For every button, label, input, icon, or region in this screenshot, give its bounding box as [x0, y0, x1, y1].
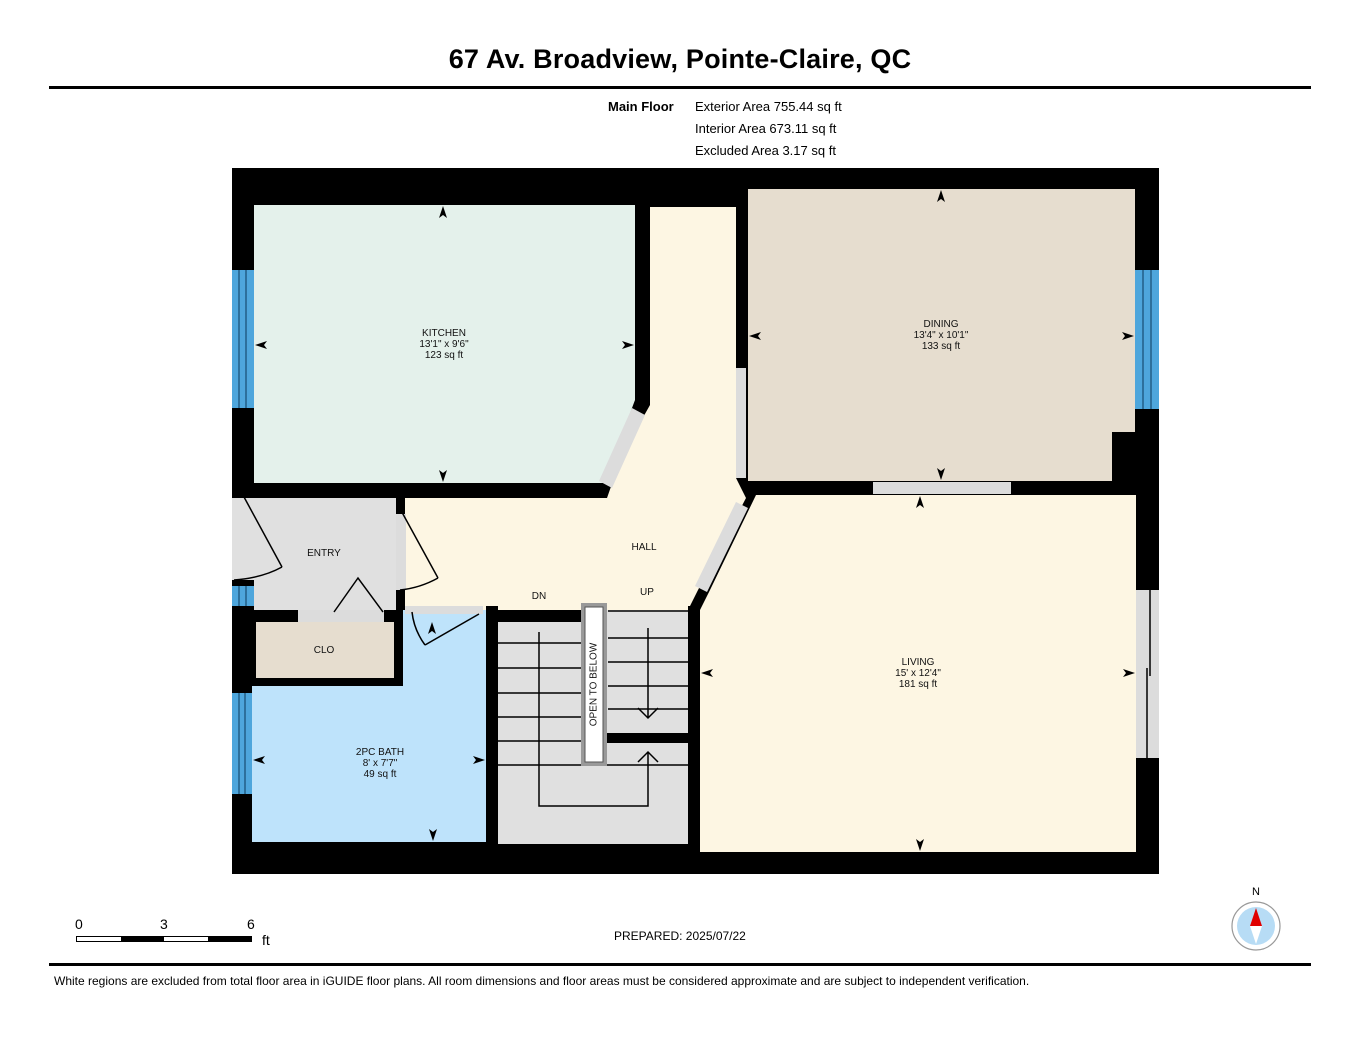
stairs-down-label: DN [531, 591, 547, 602]
stair-arrow-down [637, 707, 659, 720]
room-living [700, 495, 1136, 852]
scale-tick: 0 [75, 916, 83, 932]
window-dining [1135, 270, 1159, 409]
door-swings [233, 496, 480, 646]
room-entry [254, 498, 396, 610]
room-bath [252, 610, 486, 842]
stair-landing-wall [606, 733, 688, 743]
compass-icon [1231, 901, 1281, 951]
stair-arrow-up [637, 750, 659, 763]
room-area: 49 sq ft [363, 769, 397, 780]
header-divider [49, 86, 1311, 89]
dining-living-opening [873, 482, 1011, 494]
room-label-living: LIVING 15' x 12'4" 181 sq ft [895, 657, 941, 690]
room-label-kitchen: KITCHEN 13'1" x 9'6" 123 sq ft [419, 328, 468, 361]
kitchen-hall-opening [599, 408, 645, 488]
disclaimer-text: White regions are excluded from total fl… [54, 974, 1030, 988]
closet-opening [298, 610, 384, 622]
window-kitchen [232, 270, 254, 408]
window-bath [232, 693, 252, 794]
open-to-below-label: OPEN TO BELOW [588, 642, 600, 727]
room-dimensions: 13'1" x 9'6" [419, 339, 469, 350]
room-label-entry: ENTRY [307, 548, 341, 559]
room-kitchen [254, 205, 635, 483]
room-label-hall: HALL [631, 542, 657, 553]
north-compass: N [1230, 886, 1282, 952]
dimension-arrows [253, 190, 1135, 851]
room-dimensions: 8' x 7'7" [362, 758, 398, 769]
stairs-up-label: UP [640, 587, 654, 598]
north-label: N [1252, 886, 1260, 898]
living-hall-opening [695, 502, 748, 592]
room-hall [405, 207, 746, 610]
scale-tick: 6 [247, 916, 255, 932]
footer-divider [49, 963, 1311, 966]
prepared-date: PREPARED: 2025/07/22 [614, 929, 746, 943]
dining-hall-opening [736, 368, 746, 478]
window-entry [232, 586, 254, 606]
stair-path [538, 632, 649, 807]
exterior-area: Exterior Area 755.44 sq ft [695, 99, 842, 114]
page-title: 67 Av. Broadview, Pointe-Claire, QC [448, 44, 912, 74]
floor-name: Main Floor [608, 99, 674, 114]
room-name: LIVING [901, 657, 935, 668]
scale-tick: 3 [160, 916, 168, 932]
room-name: KITCHEN [422, 328, 466, 339]
scale-bar-graphic [76, 936, 252, 942]
interior-area: Interior Area 673.11 sq ft [695, 121, 837, 136]
stairs-upper [606, 610, 688, 622]
room-area: 123 sq ft [424, 350, 464, 361]
room-label-bath: 2PC BATH 8' x 7'7" 49 sq ft [356, 747, 404, 780]
room-dining [748, 189, 1135, 481]
room-area: 133 sq ft [921, 341, 961, 352]
room-dimensions: 13'4" x 10'1" [913, 330, 969, 341]
room-name: DINING [923, 319, 959, 330]
scale-unit: ft [262, 932, 270, 948]
bath-threshold [405, 606, 483, 614]
room-label-dining: DINING 13'4" x 10'1" 133 sq ft [914, 319, 969, 352]
entry-vestibule [232, 498, 254, 580]
room-dimensions: 15' x 12'4" [895, 668, 941, 679]
room-area: 181 sq ft [898, 679, 938, 690]
entry-hall-opening [396, 514, 406, 590]
room-label-closet: CLO [313, 645, 335, 656]
room-closet [256, 622, 394, 678]
excluded-area: Excluded Area 3.17 sq ft [695, 143, 836, 158]
room-name: 2PC BATH [355, 747, 405, 758]
